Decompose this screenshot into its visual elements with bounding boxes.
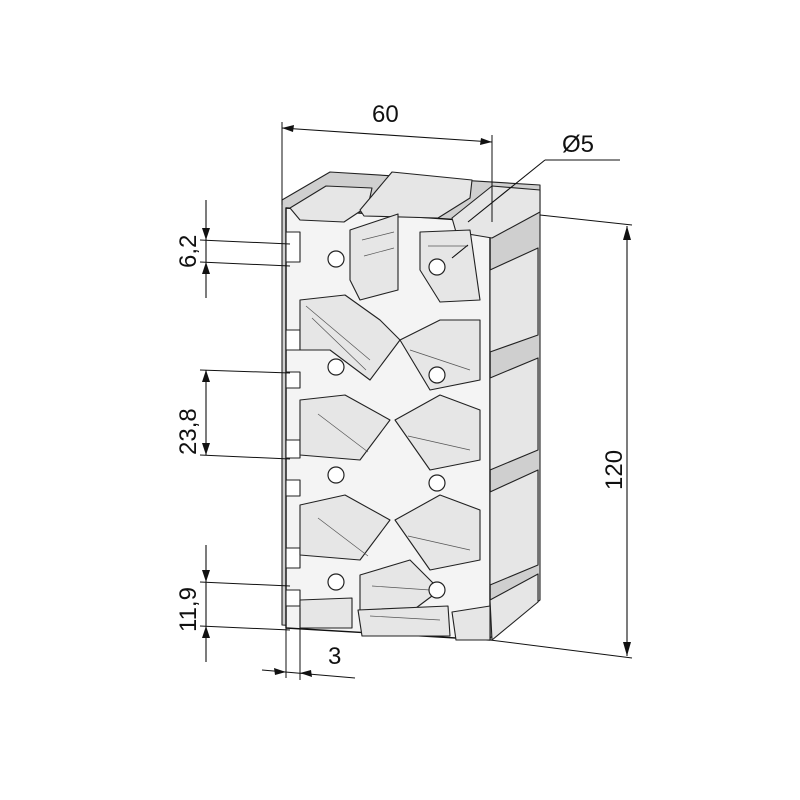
- height-label: 120: [601, 450, 628, 490]
- bottom-slot-left: [299, 597, 353, 629]
- dim-width: 60: [281, 101, 493, 222]
- inner-cavities: [299, 213, 481, 621]
- core-holes: [327, 250, 446, 599]
- top-slot-middle: [359, 171, 473, 219]
- dim-wall: 3: [261, 608, 356, 680]
- core-hole: [327, 358, 345, 376]
- core-hole: [327, 250, 345, 268]
- right-slot-2: [489, 357, 539, 471]
- right-slot-1: [489, 247, 539, 353]
- width-label: 60: [372, 101, 399, 128]
- bottom-slot-middle: [357, 605, 451, 637]
- core-hole: [327, 573, 345, 591]
- right-slot-4: [489, 573, 539, 641]
- core-hole: [428, 581, 446, 599]
- wall-label: 3: [328, 643, 341, 670]
- diameter-label: Ø5: [562, 131, 594, 158]
- slot-opening-label: 6,2: [175, 235, 202, 268]
- slot-pitch-label: 23,8: [175, 408, 202, 455]
- right-slot-3: [489, 469, 539, 586]
- core-hole: [428, 474, 446, 492]
- dim-edge-offset: 11,9: [175, 545, 291, 662]
- core-hole: [327, 466, 345, 484]
- dim-slot-pitch: 23,8: [175, 369, 291, 460]
- core-hole: [428, 366, 446, 384]
- dim-height: 120: [489, 214, 633, 659]
- extrusion-hatching: [305, 231, 471, 621]
- aluminium-profile: [281, 171, 541, 641]
- dim-slot-opening: 6,2: [175, 200, 291, 298]
- edge-offset-label: 11,9: [175, 587, 202, 632]
- core-hole: [428, 258, 446, 276]
- bottom-slot-right: [451, 605, 491, 641]
- dim-diameter: Ø5: [451, 131, 620, 259]
